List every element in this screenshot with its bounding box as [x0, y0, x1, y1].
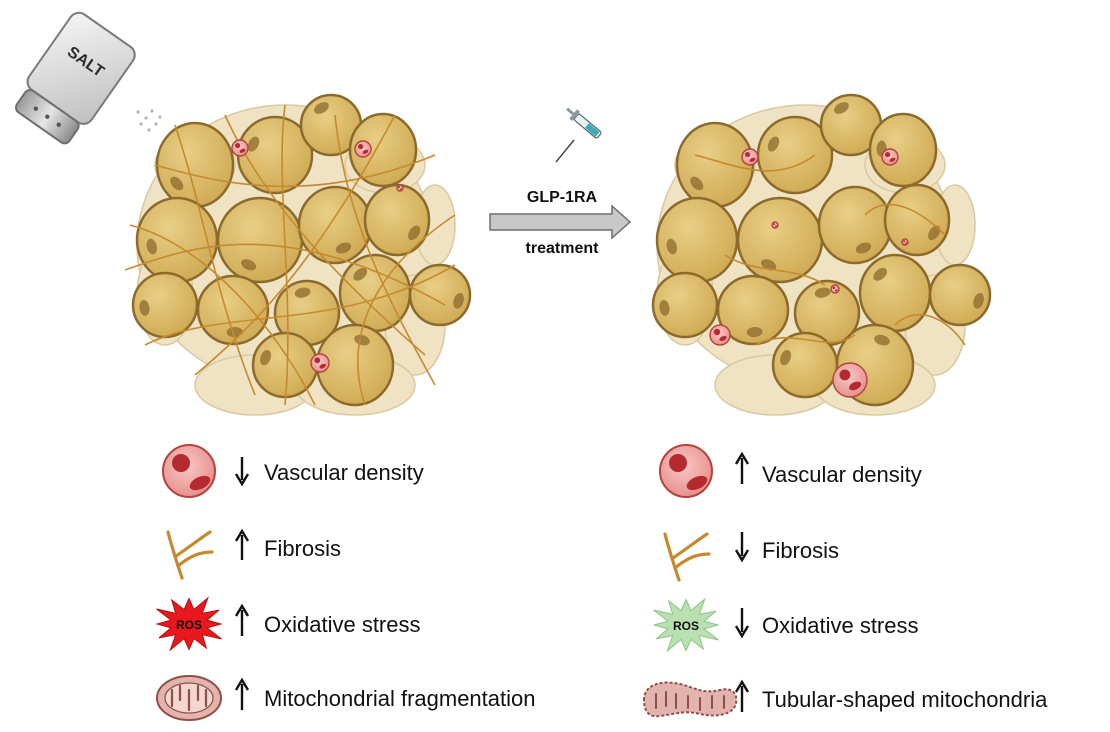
- capillary: [771, 221, 779, 229]
- collagen-fiber: [694, 154, 816, 172]
- salt-shaker-icon: SALT: [14, 11, 162, 145]
- legend-text: Fibrosis: [762, 538, 839, 563]
- adipose-tissue-treated: [651, 93, 992, 416]
- legend-row-fibrosis: Fibrosis: [663, 532, 839, 582]
- collagen-fiber: [124, 243, 446, 306]
- capillary: [881, 148, 899, 166]
- arrow-up-icon: [234, 528, 250, 560]
- adipocyte-cell: [196, 274, 270, 346]
- adipocyte-cell: [736, 196, 824, 284]
- ros-badge: ROS: [673, 619, 699, 633]
- arrow-down-icon: [234, 457, 250, 487]
- adipocyte-cell: [756, 115, 834, 195]
- collagen-fiber: [357, 214, 456, 406]
- drug-label: GLP-1RA: [527, 189, 598, 206]
- arrow-down-icon: [734, 532, 750, 563]
- adipocyte-cell: [883, 183, 951, 257]
- fibrosis-fiber-icon: [663, 532, 711, 582]
- legend-text: Oxidative stress: [264, 612, 421, 637]
- adipocyte-cell: [675, 121, 755, 209]
- blood-vessel-icon: [659, 444, 713, 498]
- arrow-up-icon: [234, 603, 250, 636]
- adipose-tissue-salt: [124, 93, 472, 416]
- collagen-fiber: [194, 114, 396, 376]
- legend-text: Mitochondrial fragmentation: [264, 686, 535, 711]
- arrow-up-icon: [734, 451, 750, 484]
- capillary: [231, 139, 249, 157]
- legend-row-vascular: Vascular density: [659, 444, 922, 498]
- legend-right: Vascular density Fibrosis ROS Oxidative …: [642, 444, 1048, 718]
- collagen-fiber: [724, 254, 826, 286]
- capillary: [741, 148, 759, 166]
- capillary: [901, 238, 909, 246]
- arrow-up-icon: [234, 677, 250, 710]
- collagen-fiber: [754, 334, 856, 346]
- fragmented-mitochondrion-icon: [156, 675, 222, 721]
- capillary: [832, 362, 868, 398]
- ros-burst-icon: ROS: [652, 597, 720, 653]
- legend-text: Vascular density: [762, 462, 922, 487]
- adipocyte-cell: [655, 196, 739, 284]
- legend-row-fibrosis: Fibrosis: [166, 528, 341, 580]
- collagen-fiber: [334, 114, 436, 386]
- legend-row-mito: Mitochondrial fragmentation: [156, 675, 535, 721]
- legend-left: Vascular density Fibrosis ROS Oxidative …: [155, 444, 535, 721]
- adipocyte-cell: [251, 331, 319, 399]
- legend-row-oxidative: ROS Oxidative stress: [155, 596, 421, 652]
- blood-vessel-icon: [162, 444, 216, 498]
- legend-row-oxidative: ROS Oxidative stress: [652, 597, 919, 653]
- adipocyte-cell: [651, 271, 719, 339]
- adipocyte-cell: [928, 263, 992, 327]
- adipocyte-cell: [363, 183, 431, 257]
- legend-text: Vascular density: [264, 460, 424, 485]
- collagen-fiber: [154, 154, 436, 188]
- ros-badge: ROS: [176, 618, 202, 632]
- arrow-down-icon: [734, 608, 750, 639]
- collagen-fiber: [144, 264, 456, 346]
- legend-row-vascular: Vascular density: [162, 444, 424, 498]
- treatment-arrow: [489, 204, 632, 240]
- legend-text: Fibrosis: [264, 536, 341, 561]
- adipocyte-cell: [817, 185, 893, 265]
- adipocyte-cell: [868, 112, 938, 188]
- collagen-fiber: [174, 124, 256, 396]
- collagen-fiber: [864, 203, 946, 236]
- capillary: [709, 324, 731, 346]
- treatment-label: treatment: [526, 240, 600, 257]
- adipocyte-cell: [216, 196, 304, 284]
- collagen-fiber: [894, 313, 966, 346]
- legend-row-mito: Tubular-shaped mitochondria: [642, 679, 1048, 718]
- legend-text: Tubular-shaped mitochondria: [762, 687, 1048, 712]
- legend-text: Oxidative stress: [762, 613, 919, 638]
- fibrosis-fiber-icon: [166, 530, 214, 580]
- capillary: [354, 140, 372, 158]
- adipocyte-cell: [131, 271, 199, 339]
- adipocyte-cell: [135, 196, 219, 284]
- adipocyte-cell: [858, 253, 932, 333]
- capillary: [310, 353, 330, 373]
- collagen-fiber: [129, 224, 316, 406]
- capillary: [396, 184, 404, 192]
- syringe-icon: [555, 107, 602, 163]
- arrow-up-icon: [734, 679, 750, 712]
- collagen-fiber: [281, 104, 289, 406]
- adipocyte-cell: [716, 274, 790, 346]
- capillary: [830, 284, 840, 294]
- ros-burst-icon: ROS: [155, 596, 223, 652]
- adipocyte-cell: [299, 93, 363, 157]
- tubular-mitochondrion-icon: [642, 681, 738, 718]
